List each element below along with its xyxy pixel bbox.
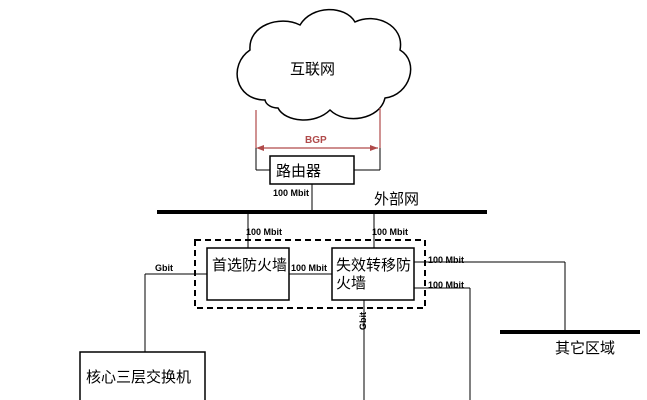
failover-firewall-box [331,247,415,301]
internet-label: 互联网 [290,60,336,78]
bgp-link [255,108,381,151]
ext-failover-link-label: 100 Mbit [372,227,409,237]
router-link-label: 100 Mbit [273,188,310,198]
gbit-left-label: Gbit [155,263,173,273]
external-net-bus [157,210,487,214]
bgp-label: BGP [305,135,327,146]
failover-zone-link2-label: 100 Mbit [428,280,465,290]
other-zone-label: 其它区域 [555,339,616,357]
router-label: 路由器 [276,162,322,180]
failover-firewall-label: 失效转移防火墙 [336,256,412,292]
gbit-down-label: Gbit [358,312,368,330]
router-box [269,155,355,185]
core-switch-box [79,351,206,400]
internet-cloud [236,8,412,121]
external-net-label: 外部网 [374,190,420,208]
ext-primary-link-label: 100 Mbit [246,227,283,237]
fw-fw-link-label: 100 Mbit [291,263,328,273]
primary-firewall-label: 首选防火墙 [212,256,288,274]
core-switch-label: 核心三层交换机 [86,368,192,386]
other-zone-bus [500,330,640,334]
failover-zone-link1-label: 100 Mbit [428,255,465,265]
primary-firewall-box [206,247,290,301]
